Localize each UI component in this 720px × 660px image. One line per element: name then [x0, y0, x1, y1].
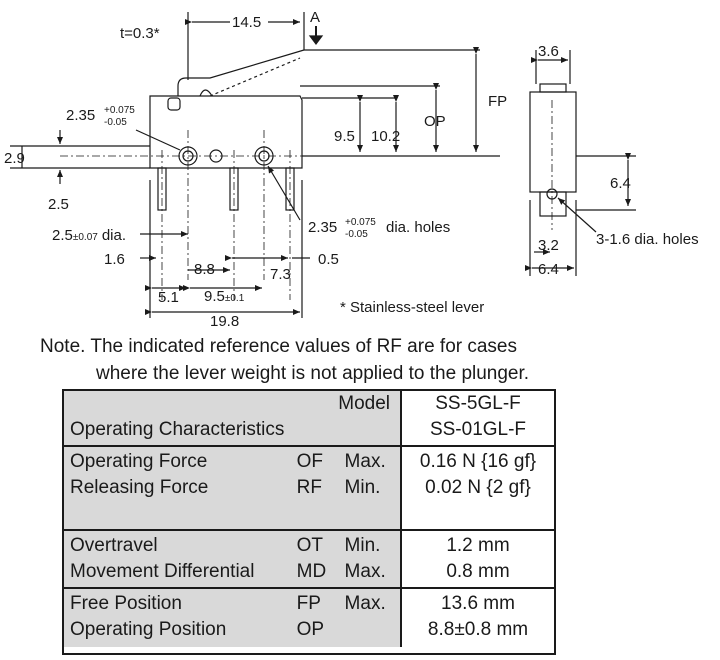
note-line-2: where the lever weight is not applied to… [96, 363, 530, 384]
dim-19-8: 19.8 [210, 313, 239, 330]
row-limit [338, 617, 401, 647]
dim-mount-holes-tol-minus: -0.05 [345, 229, 368, 240]
table-row: Releasing Force RF Min. 0.02 N {2 gf} [62, 475, 554, 501]
dim-mount-holes-suffix: dia. holes [386, 219, 450, 236]
dim-pin-tol-minus: -0.05 [104, 117, 127, 128]
table-row: Operating Position OP 8.8±0.8 mm [62, 617, 554, 647]
dim-side-6-4: 6.4 [538, 261, 559, 278]
row-limit: Min. [338, 529, 401, 559]
dim-height-9-5: 9.5 [334, 128, 355, 145]
row-abbr: OF [290, 445, 339, 475]
row-name: Movement Differential [62, 559, 291, 588]
row-abbr: FP [290, 587, 339, 617]
label-actuation-point: A [310, 9, 320, 26]
dim-side-height: 6.4 [610, 175, 631, 192]
dim-8-8: 8.8 [194, 261, 215, 278]
lever-operated [209, 57, 301, 97]
row-limit: Max. [338, 587, 401, 617]
table-row: Operating Force OF Max. 0.16 N {16 gf} [62, 445, 554, 475]
dim-0-5: 0.5 [318, 251, 339, 268]
dim-2-9: 2.9 [4, 150, 25, 167]
header-model-label: Model [62, 389, 401, 417]
dim-side-width: 3.6 [538, 43, 559, 60]
plunger [199, 89, 213, 97]
row-abbr: OT [290, 529, 339, 559]
dim-height-10-2: 10.2 [371, 128, 400, 145]
row-limit: Max. [338, 559, 401, 588]
table-header-row-1: Model SS-5GL-F [62, 389, 554, 417]
dim-mount-holes: 2.35 [308, 219, 337, 236]
dim-2-5: 2.5 [48, 196, 69, 213]
row-name: Overtravel [62, 529, 291, 559]
dimension-drawing: t=0.3* 14.5 A FP OP 9.5 10.2 2.35 +0.075… [4, 9, 699, 330]
rf-note: Note. The indicated reference values of … [40, 333, 660, 387]
row-abbr: OP [290, 617, 339, 647]
lever [177, 49, 305, 96]
row-value: 0.16 N {16 gf} [400, 445, 554, 475]
side-view-terminal [539, 191, 567, 217]
row-value: 13.6 mm [400, 587, 554, 617]
row-name: Free Position [62, 587, 291, 617]
table-header-row-2: Operating Characteristics SS-01GL-F [62, 417, 554, 446]
row-value: 0.02 N {2 gf} [400, 475, 554, 501]
table-spacer-row [62, 501, 554, 530]
row-name: Operating Position [62, 617, 291, 647]
dim-side-holes: 3-1.6 dia. holes [596, 231, 699, 248]
row-value: 8.8±0.8 mm [400, 617, 554, 647]
table-row: Overtravel OT Min. 1.2 mm [62, 529, 554, 559]
dim-lever-thickness: t=0.3* [120, 25, 160, 42]
switch-body [149, 95, 303, 169]
table-row: Movement Differential MD Max. 0.8 mm [62, 559, 554, 588]
lever-material-note: * Stainless-steel lever [340, 299, 484, 316]
row-limit: Max. [338, 445, 401, 475]
body-mark [167, 97, 181, 111]
row-value: 1.2 mm [400, 529, 554, 559]
dim-side-3-2: 3.2 [538, 237, 559, 254]
row-name: Releasing Force [62, 475, 291, 501]
characteristics-table: Model SS-5GL-F Operating Characteristics… [62, 389, 554, 647]
dim-7-3: 7.3 [270, 266, 291, 283]
dim-1-6: 1.6 [104, 251, 125, 268]
dim-pin-hole: 2.35 [66, 107, 95, 124]
dim-lever-length: 14.5 [232, 14, 261, 31]
side-view-plunger [539, 83, 567, 93]
table-row: Free Position FP Max. 13.6 mm [62, 587, 554, 617]
row-abbr: RF [290, 475, 339, 501]
dim-pin-tol-plus: +0.075 [104, 105, 135, 116]
label-free-position: FP [488, 93, 507, 110]
row-name: Operating Force [62, 445, 291, 475]
row-abbr: MD [290, 559, 339, 588]
dim-5-1: 5.1 [158, 289, 179, 306]
row-limit: Min. [338, 475, 401, 501]
dim-9-5-pitch: 9.5±0.1 [204, 288, 245, 305]
label-operating-position: OP [424, 113, 446, 130]
header-model-2: SS-01GL-F [400, 417, 554, 446]
side-view-body [529, 91, 577, 193]
note-line-1: Note. The indicated reference values of … [40, 336, 518, 357]
header-characteristics-label: Operating Characteristics [62, 417, 401, 446]
dim-mount-holes-tol-plus: +0.075 [345, 217, 376, 228]
header-model-1: SS-5GL-F [400, 389, 554, 417]
row-value: 0.8 mm [400, 559, 554, 588]
